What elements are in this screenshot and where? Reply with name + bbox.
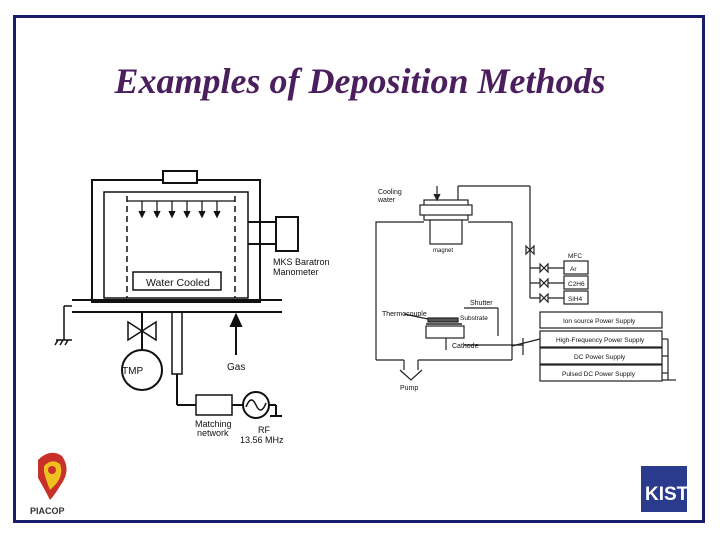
rf-circuit <box>195 391 282 419</box>
cooling-label-1: Cooling <box>378 189 402 196</box>
kist-logo: KIST <box>641 466 689 512</box>
tmp-label: TMP <box>122 366 143 377</box>
matching-label-2: network <box>197 428 229 438</box>
magnet-label: magnet <box>433 248 453 254</box>
kist-logo-text: KIST <box>645 484 689 505</box>
matching-label-1: Matching <box>195 419 232 429</box>
piacop-logo-text: PIACOP <box>30 506 65 516</box>
left-diagram <box>54 170 299 419</box>
substrate-holder <box>403 313 465 350</box>
gate-valve-icon <box>127 320 157 342</box>
right-diagram <box>375 185 676 382</box>
pump-outlet <box>399 360 423 381</box>
showerhead-arrows <box>127 200 235 219</box>
manometer <box>248 216 299 252</box>
supply-2-label: High-Frequency Power Supply <box>556 337 645 344</box>
mfc-label: MFC <box>568 253 582 260</box>
manometer-label-2: Manometer <box>273 267 319 277</box>
supply-1-label: Ion source Power Supply <box>563 318 636 325</box>
substrate-label: Substrate <box>460 315 488 322</box>
cooling-label-2: water <box>377 197 396 204</box>
supply-4-label: Pulsed DC Power Supply <box>562 371 636 378</box>
gas-inlet <box>229 312 243 355</box>
gas-arrow-icon <box>229 312 243 327</box>
shutter <box>464 307 499 336</box>
tmp-pump-icon <box>121 349 163 391</box>
water-cooled-box <box>132 271 222 291</box>
rf-label-1: RF <box>258 425 270 435</box>
cathode-label: Cathode <box>452 343 479 350</box>
slide-frame <box>13 15 705 523</box>
pump-port <box>121 312 163 391</box>
electrode-feed <box>171 311 196 406</box>
rf-label-2: 13.56 MHz <box>240 435 284 445</box>
gas-2-label: C2H6 <box>568 281 585 288</box>
valve-icon <box>525 244 535 256</box>
manometer-label-1: MKS Baratron <box>273 257 330 267</box>
gas-1-label: Ar <box>570 266 577 273</box>
mfc-lines <box>525 240 589 305</box>
slide-title: Examples of Deposition Methods <box>114 61 606 101</box>
water-cooled-label: Water Cooled <box>146 277 210 289</box>
dashed-electrode <box>126 196 236 298</box>
shutter-label: Shutter <box>470 300 493 307</box>
thermocouple-label: Thermocouple <box>382 311 427 318</box>
ion-source <box>419 185 531 245</box>
gas-3-label: SiH4 <box>568 296 582 303</box>
chamber-left-wall <box>375 221 424 360</box>
power-supplies <box>464 311 676 382</box>
pump-label: Pump <box>400 385 418 392</box>
matching-network-box <box>195 394 233 416</box>
piacop-logo: PIACOP <box>30 452 67 516</box>
supply-3-label: DC Power Supply <box>574 354 626 361</box>
ground-left <box>54 305 72 346</box>
gas-label: Gas <box>227 362 245 373</box>
chamber-walls <box>72 170 282 313</box>
